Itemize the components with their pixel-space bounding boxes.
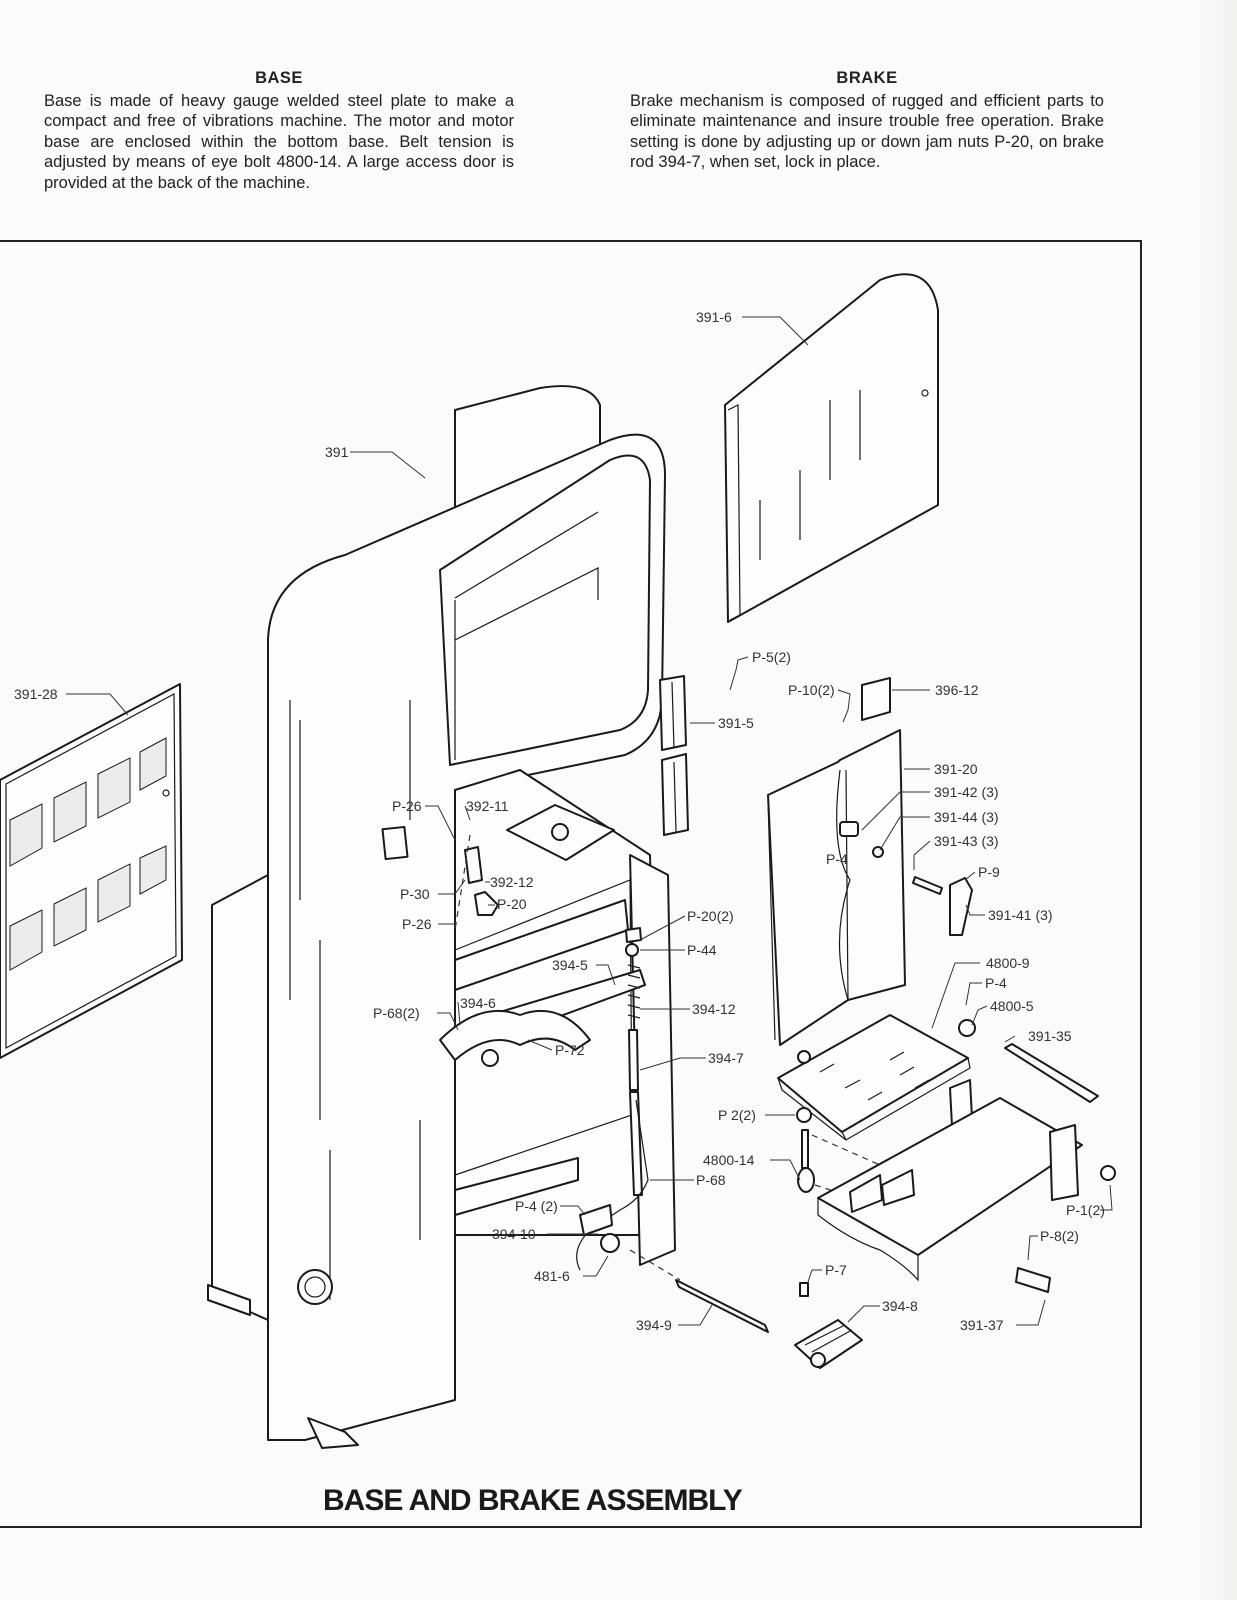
- label-p-20-2: P-20(2): [687, 908, 734, 924]
- label-391-44: 391-44 (3): [934, 809, 999, 825]
- label-4800-5: 4800-5: [990, 998, 1034, 1014]
- callout-labels: 391-6 391 391-28 P-5(2) P-10(2) 396-12 3…: [14, 309, 1105, 1333]
- diagram-title: BASE AND BRAKE ASSEMBLY: [323, 1484, 743, 1517]
- label-p-68-2: P-68(2): [373, 1005, 420, 1021]
- label-394-9: 394-9: [636, 1317, 672, 1333]
- strip-391-5: [659, 675, 689, 836]
- saw-frame-391: [207, 385, 676, 1449]
- brake-section: BRAKE Brake mechanism is composed of rug…: [630, 68, 1104, 173]
- label-394-12: 394-12: [692, 1001, 736, 1017]
- label-p-9: P-9: [978, 864, 1000, 880]
- label-391-6: 391-6: [696, 309, 732, 325]
- label-391-35: 391-35: [1028, 1028, 1072, 1044]
- label-392-12: 392-12: [490, 874, 534, 890]
- label-481-6: 481-6: [534, 1268, 570, 1284]
- label-4800-9: 4800-9: [986, 955, 1030, 971]
- base-description: Base is made of heavy gauge welded steel…: [44, 91, 514, 192]
- brake-heading: BRAKE: [836, 69, 898, 87]
- label-392-11: 392-11: [466, 798, 509, 814]
- side-panel-391-6: [724, 273, 939, 623]
- label-391: 391: [325, 444, 349, 460]
- label-394-10: 394-10: [492, 1226, 536, 1242]
- label-p-72: P-72: [555, 1042, 585, 1058]
- label-p-4-2: P-4 (2): [515, 1198, 558, 1214]
- label-391-28: 391-28: [14, 686, 58, 702]
- base-section: BASE Base is made of heavy gauge welded …: [44, 68, 514, 193]
- bottom-plate: [817, 1097, 1116, 1293]
- label-391-42: 391-42 (3): [934, 784, 999, 800]
- label-p-20: P-20: [497, 896, 527, 912]
- diagram-frame: [0, 240, 1142, 1528]
- label-p-8: P-8(2): [1040, 1228, 1079, 1244]
- label-p-2: P 2(2): [718, 1107, 756, 1123]
- label-p-4-base: P-4: [985, 975, 1007, 991]
- page-edge-shading: [1197, 0, 1237, 1600]
- base-heading: BASE: [255, 69, 303, 87]
- label-4800-14: 4800-14: [703, 1152, 755, 1168]
- label-391-5: 391-5: [718, 715, 754, 731]
- brake-parts: [439, 834, 973, 1333]
- label-p-26-bottom: P-26: [402, 916, 432, 932]
- label-396-12: 396-12: [935, 682, 979, 698]
- callout-leaders: [66, 316, 1113, 1326]
- label-p-10: P-10(2): [788, 682, 835, 698]
- label-p-68: P-68: [696, 1172, 726, 1188]
- pedal-394-8: [794, 1282, 863, 1369]
- brake-door-391-20: [767, 729, 906, 1046]
- label-p-30: P-30: [400, 886, 430, 902]
- label-394-5: 394-5: [552, 957, 588, 973]
- label-391-43: 391-43 (3): [934, 833, 999, 849]
- label-p-5: P-5(2): [752, 649, 791, 665]
- cover-396-12: [861, 677, 891, 721]
- label-p-1: P-1(2): [1066, 1202, 1105, 1218]
- label-394-7: 394-7: [708, 1050, 744, 1066]
- label-391-37: 391-37: [960, 1317, 1004, 1333]
- label-p-44: P-44: [687, 942, 717, 958]
- label-394-8: 394-8: [882, 1298, 918, 1314]
- label-p-4-door: P-4: [826, 851, 848, 867]
- label-391-20: 391-20: [934, 761, 978, 777]
- label-394-6: 394-6: [460, 995, 496, 1011]
- label-391-41: 391-41 (3): [988, 907, 1053, 923]
- brake-description: Brake mechanism is composed of rugged an…: [630, 91, 1104, 172]
- access-door-391-28: [0, 683, 183, 1059]
- label-p-7: P-7: [825, 1262, 847, 1278]
- label-p-26-top: P-26: [392, 798, 422, 814]
